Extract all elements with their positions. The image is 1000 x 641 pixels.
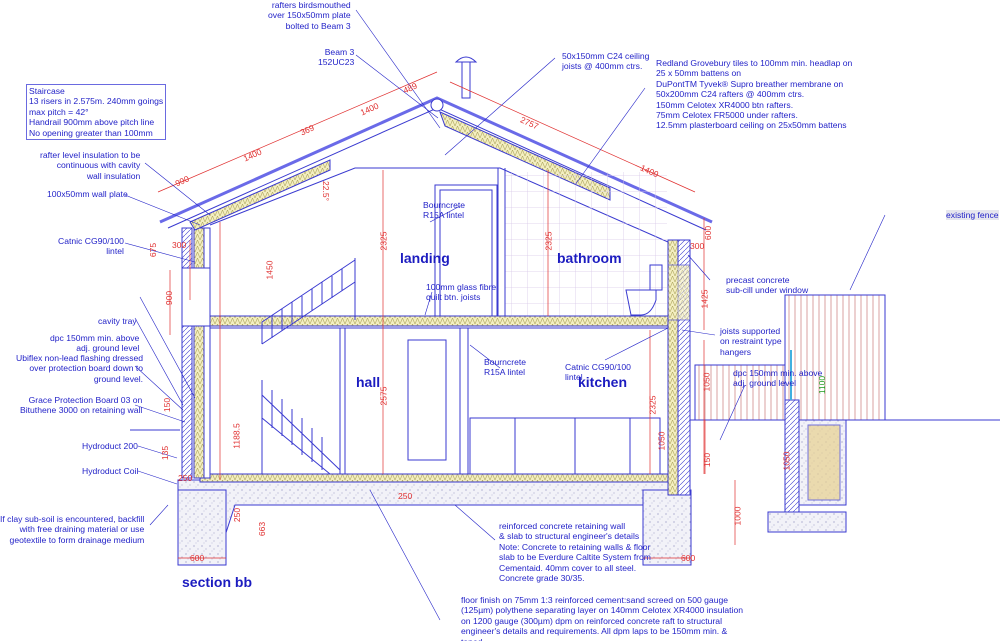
note-roof-spec: Redland Grovebury tiles to 100mm min. he… — [656, 58, 853, 131]
note-dpc-right: dpc 150mm min. above adj. ground level — [733, 368, 823, 389]
note-rafters-birdsmouthed: rafters birdsmouthed over 150x50mm plate… — [268, 0, 351, 31]
dimension-label: 600 — [681, 553, 696, 563]
note-catnic-right: Catnic CG90/100 lintel — [565, 362, 631, 383]
dimension-label: 1425 — [699, 289, 710, 309]
note-ceiling-joists: 50x150mm C24 ceiling joists @ 400mm ctrs… — [562, 51, 650, 72]
external-works — [130, 294, 1000, 533]
dimension-label: 1000 — [732, 506, 743, 526]
leader-lines — [124, 9, 886, 621]
note-wall-plate: 100x50mm wall plate — [47, 189, 128, 199]
dimension-label: 250 — [398, 491, 413, 501]
dimension-label: 900 — [164, 290, 175, 306]
dimension-label: 1100 — [817, 375, 828, 395]
note-bourncrete-lower: Bourncrete R15A lintel — [484, 357, 527, 378]
dimension-label: 250 — [178, 473, 193, 483]
note-floor-finish: floor finish on 75mm 1:3 reinforced ceme… — [461, 595, 744, 641]
dimension-label: 135 — [160, 445, 171, 461]
dimension-label: 22.5° — [320, 181, 331, 201]
note-cavity-tray: cavity tray — [98, 316, 137, 326]
walls — [181, 227, 691, 496]
section-title: section bb — [182, 574, 253, 590]
dimension-label: 1050 — [701, 372, 712, 392]
note-clay-subsoil: If clay sub-soil is encountered, backfil… — [0, 514, 145, 545]
room-label-kitchen: kitchen — [578, 374, 628, 390]
note-staircase: Staircase 13 risers in 2.575m. 240mm goi… — [26, 84, 167, 141]
dimension-label: 1188.5 — [231, 423, 242, 449]
dimension-label: 250 — [232, 507, 243, 523]
dimension-label: 600 — [703, 225, 714, 241]
dimension-label: 2325 — [543, 231, 554, 251]
note-glass-fibre: 100mm glass fibre quilt btn. joists — [426, 282, 497, 303]
note-grace-protection: Grace Protection Board 03 on Bituthene 3… — [20, 395, 143, 416]
room-label-bathroom: bathroom — [557, 250, 622, 266]
note-beam-3: Beam 3 152UC23 — [318, 47, 355, 68]
dimension-label: 300 — [172, 240, 187, 250]
note-bourncrete-upper: Bourncrete R15A lintel — [423, 200, 466, 221]
dimension-label: 1050 — [781, 451, 792, 471]
dimension-label: 663 — [257, 521, 268, 537]
dimension-lines — [157, 71, 736, 559]
dimension-label: 675 — [148, 242, 159, 258]
note-catnic-left: Catnic CG90/100 lintel — [58, 236, 124, 257]
note-hydroduct-coil: Hydroduct Coil — [82, 466, 139, 476]
staircase — [261, 258, 356, 475]
dimension-label: 2325 — [647, 395, 658, 415]
note-hydroduct-200: Hydroduct 200 — [82, 441, 138, 451]
room-label-landing: landing — [400, 250, 450, 266]
bathroom-tiles — [505, 172, 667, 318]
dimension-label: 600 — [190, 553, 205, 563]
note-joists-supported: joists supported on restraint type hange… — [720, 326, 782, 357]
dimension-label: 2325 — [378, 231, 389, 251]
note-existing-fence: existing fence — [946, 210, 999, 221]
floors-and-partitions — [209, 168, 669, 475]
note-dpc-left: dpc 150mm min. above adj. ground level — [50, 333, 140, 354]
dimension-label: 150 — [702, 452, 713, 468]
dimension-label: 300 — [690, 241, 705, 251]
room-label-hall: hall — [356, 374, 381, 390]
note-retaining-wall: reinforced concrete retaining wall & sla… — [499, 521, 651, 584]
dimension-label: 1050 — [656, 431, 667, 451]
note-rafter-insulation: rafter level insulation to be continuous… — [40, 150, 141, 181]
note-precast-cill: precast concrete sub-cill under window — [726, 275, 809, 296]
dimension-label: 150 — [162, 397, 173, 413]
dimension-label: 2575 — [378, 386, 389, 406]
dimension-label: 1450 — [264, 260, 275, 280]
note-ubiflex: Ubiflex non-lead flashing dressed over p… — [16, 353, 144, 384]
